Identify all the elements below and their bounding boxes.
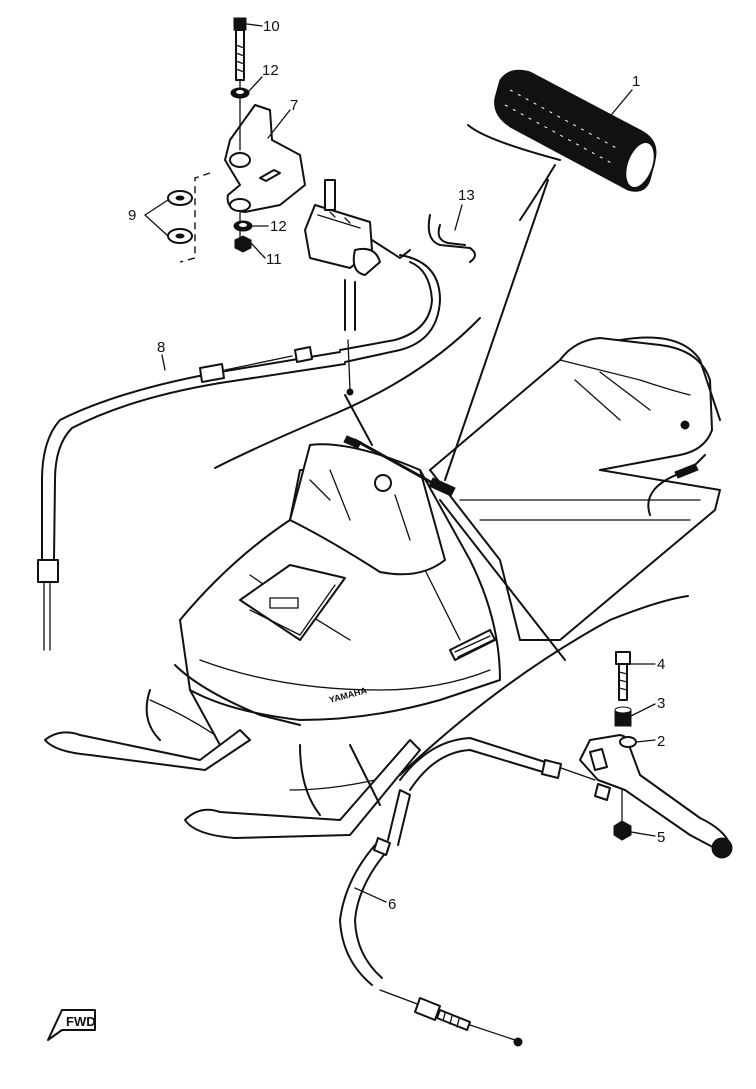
callout-leaders — [144, 23, 656, 903]
washer-9 — [167, 172, 211, 263]
hood — [179, 469, 501, 721]
left-ski — [44, 729, 251, 771]
callout-11: 11 — [266, 251, 282, 268]
throttle-housing — [304, 179, 441, 396]
callout-12-top: 12 — [262, 62, 279, 79]
grip — [494, 69, 657, 192]
lock-washer-12a — [230, 87, 250, 99]
callout-numbers: 1 2 3 4 5 6 7 8 9 10 11 12 12 13 — [128, 18, 665, 913]
throttle-cable — [37, 346, 346, 651]
callout-13: 13 — [458, 187, 475, 204]
callout-8: 8 — [157, 339, 165, 356]
callout-7: 7 — [290, 97, 298, 114]
fwd-arrow: FWD — [47, 1009, 96, 1041]
callout-2: 2 — [657, 733, 665, 750]
callout-9: 9 — [128, 207, 136, 224]
callout-5: 5 — [657, 829, 665, 846]
callout-4: 4 — [657, 656, 665, 673]
callout-6: 6 — [388, 896, 396, 913]
guide-lines — [214, 124, 689, 776]
spring-clip — [427, 214, 476, 263]
bolt-4 — [615, 651, 631, 701]
bracket — [224, 79, 306, 246]
nut-5 — [613, 789, 632, 841]
callout-12-bottom: 12 — [270, 218, 287, 235]
lock-washer-12b — [233, 220, 253, 232]
nut-11 — [234, 235, 252, 253]
callout-1: 1 — [632, 73, 640, 90]
brake-lever — [579, 734, 733, 859]
windshield — [289, 443, 446, 576]
callout-3: 3 — [657, 695, 665, 712]
right-ski — [184, 739, 421, 839]
headlight — [239, 564, 346, 641]
fwd-label: FWD — [66, 1014, 96, 1029]
snowmobile: YAMAHA — [44, 336, 721, 839]
callout-10: 10 — [263, 18, 280, 35]
seat — [429, 337, 713, 471]
bolt-10 — [233, 17, 247, 81]
handlebar — [353, 438, 447, 492]
collar-3 — [614, 706, 632, 727]
brake-cable — [339, 737, 611, 1047]
